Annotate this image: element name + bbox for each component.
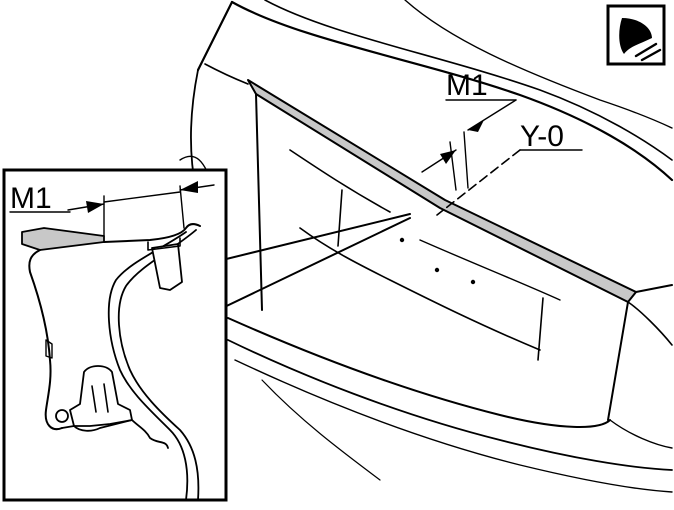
m1-arrowhead-right — [468, 120, 484, 132]
lid-outer-curve — [230, 0, 674, 182]
detail-pointer-top — [213, 213, 411, 263]
clip-head — [147, 237, 181, 251]
symbol-strokes — [634, 42, 662, 62]
recess-top-line — [289, 149, 391, 213]
bracket-ribs — [91, 383, 109, 413]
pillar-edge — [196, 0, 234, 72]
lid-right-corner — [635, 284, 673, 293]
bumper-lower-line — [234, 359, 673, 493]
edge-tab — [45, 339, 53, 359]
recess-lower-line — [299, 227, 541, 351]
inset-m1-dim-line — [103, 191, 181, 203]
retaining-clip — [151, 243, 183, 291]
panel-top-profile — [103, 223, 201, 243]
lower-seam-profile — [61, 419, 169, 449]
m1-ext-line-right — [463, 131, 469, 189]
m1-ext-line-left — [449, 141, 457, 191]
bumper-top-line — [227, 317, 611, 428]
installation-symbol-icon — [606, 4, 666, 66]
quarter-panel-edge — [627, 301, 673, 346]
detail-inset: M1 — [2, 168, 411, 502]
inset-m1-arrowhead-right — [180, 181, 198, 193]
bumper-corner-line — [609, 419, 673, 449]
panel-right-edge — [607, 301, 629, 421]
centerline-y0 — [436, 149, 521, 216]
glass-edge-curve — [404, 0, 673, 129]
seal-bead — [55, 409, 69, 423]
vehicle-rear-view: M1 Y-0 — [179, 0, 674, 493]
bumper-mid-line — [227, 339, 673, 471]
recess-mid-line — [419, 239, 561, 301]
inset-m1-ext-right — [179, 185, 185, 229]
lid-corner-edge — [204, 63, 249, 85]
bumper-shadow-line — [261, 379, 381, 481]
y0-label: Y-0 — [520, 120, 564, 153]
mount-hole — [434, 267, 440, 273]
recess-right-mark — [537, 297, 544, 361]
panel-outer-profile — [28, 249, 63, 430]
lower-bracket — [69, 365, 133, 427]
panel-inner-profile-2 — [117, 229, 200, 501]
mount-hole — [399, 237, 405, 243]
detail-pointer-bottom — [213, 217, 411, 313]
panel-left-edge — [255, 93, 263, 311]
recess-left-mark — [337, 189, 343, 247]
m1-label-inset: M1 — [10, 182, 52, 215]
symbol-curve — [619, 18, 652, 54]
panel-inner-profile — [107, 231, 189, 501]
inset-m1-arrowhead-left — [86, 201, 104, 213]
m1-arrowhead-left — [440, 150, 456, 164]
mount-hole — [470, 279, 476, 285]
lid-inner-curve — [264, 0, 673, 161]
m1-label-main: M1 — [446, 69, 488, 102]
